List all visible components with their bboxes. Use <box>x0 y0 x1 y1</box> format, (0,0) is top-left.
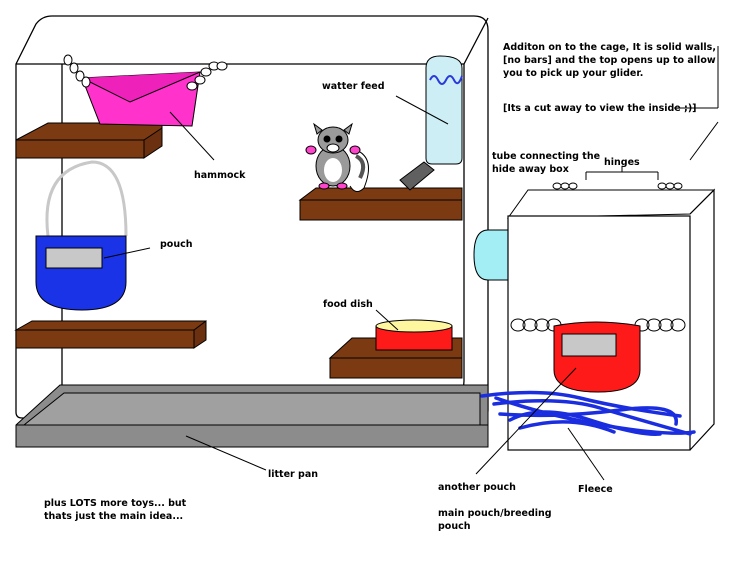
label-food-dish: food dish <box>323 299 373 310</box>
label-main-pouch-line1: main pouch/breeding <box>438 508 552 519</box>
litter-pan <box>15 384 489 448</box>
label-litter-pan: litter pan <box>268 469 319 480</box>
label-hammock: hammock <box>194 170 246 181</box>
label-water-feed: watter feed <box>322 81 385 92</box>
leader-lines <box>103 46 719 481</box>
shelf-top-left <box>15 122 163 159</box>
label-tube-line2: hide away box <box>492 164 569 175</box>
note-addition-line3: you to pick up your glider. <box>503 68 644 79</box>
label-main-pouch-line2: pouch <box>438 521 471 532</box>
hinges <box>552 182 683 190</box>
label-hinges: hinges <box>604 157 640 168</box>
hammock <box>63 54 228 127</box>
shelf-mid-left <box>14 320 207 349</box>
note-cutaway: [Its a cut away to view the inside ;)] <box>503 103 697 114</box>
sugar-glider <box>305 122 369 192</box>
shelf-mid-right <box>298 187 463 221</box>
note-toys-line1: plus LOTS more toys... but <box>44 498 187 509</box>
main-pouch <box>510 318 686 393</box>
label-pouch: pouch <box>160 239 193 250</box>
connecting-tube <box>473 229 509 281</box>
label-tube-line1: tube connecting the <box>492 151 601 162</box>
label-fleece: Fleece <box>578 484 613 495</box>
note-addition-line1: Additon on to the cage, It is solid wall… <box>503 42 716 53</box>
food-dish <box>375 319 453 351</box>
hanging-pouch <box>35 160 128 311</box>
fleece <box>480 390 696 436</box>
note-addition-line2: [no bars] and the top opens up to allow <box>503 55 716 66</box>
label-another-pouch: another pouch <box>438 482 516 493</box>
water-bottle <box>399 55 463 191</box>
note-toys-line2: thats just the main idea... <box>44 511 184 522</box>
